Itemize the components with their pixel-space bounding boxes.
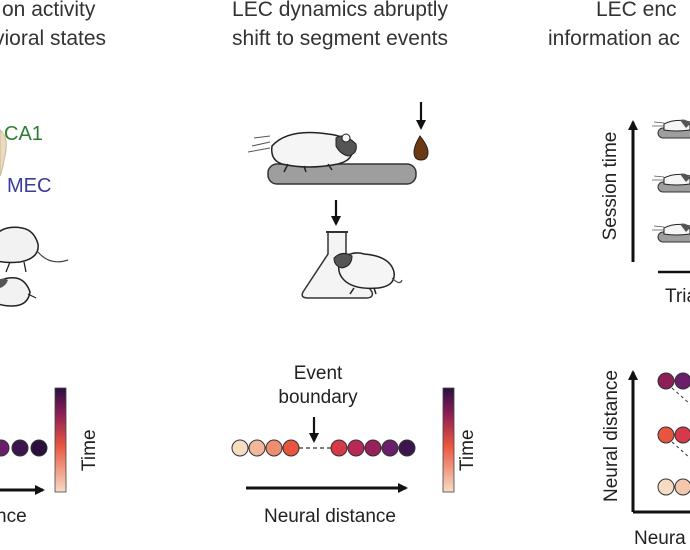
- middle-panel-title: LEC dynamics abruptly shift to segment e…: [205, 0, 475, 52]
- region-mec-label: MEC: [7, 175, 52, 197]
- right-top-x-label: Tria: [665, 286, 690, 307]
- region-ca1-label: CA1: [4, 123, 43, 145]
- right-panel-title: LEC enc information ac: [548, 0, 680, 52]
- right-title-line2: information ac: [548, 27, 680, 50]
- right-bottom-x-label: Neura: [634, 528, 686, 549]
- left-axis-label: nce: [0, 506, 27, 527]
- right-dot-rows: [657, 372, 690, 496]
- event-boundary-line2: boundary: [278, 387, 358, 408]
- mouse-icon: [247, 131, 357, 173]
- mouse-icon: [652, 223, 690, 243]
- mouse-icon: [0, 277, 37, 307]
- water-drop-icon: [413, 135, 429, 161]
- event-boundary-label: Event boundary: [263, 362, 373, 410]
- left-colorbar: [54, 387, 67, 493]
- mouse-icon: [333, 252, 403, 295]
- left-panel-title: on activity vioral states: [0, 0, 108, 50]
- middle-colorbar: [442, 387, 455, 493]
- middle-title-line1: LEC dynamics abruptly: [232, 0, 448, 21]
- right-title-line1: LEC enc: [596, 0, 677, 21]
- mouse-icon: [0, 226, 69, 273]
- left-title-line1: on activity: [2, 0, 96, 21]
- mouse-icon: [652, 173, 690, 193]
- mouse-icon: [652, 119, 690, 139]
- state-dot-sequence: [231, 439, 416, 457]
- middle-title-line2: shift to segment events: [232, 27, 448, 50]
- event-boundary-line1: Event: [293, 363, 343, 384]
- middle-axis-label: Neural distance: [263, 506, 397, 527]
- rod-platform: [267, 163, 417, 185]
- left-title-line2: vioral states: [0, 27, 107, 50]
- brain-region-shape: [0, 129, 7, 177]
